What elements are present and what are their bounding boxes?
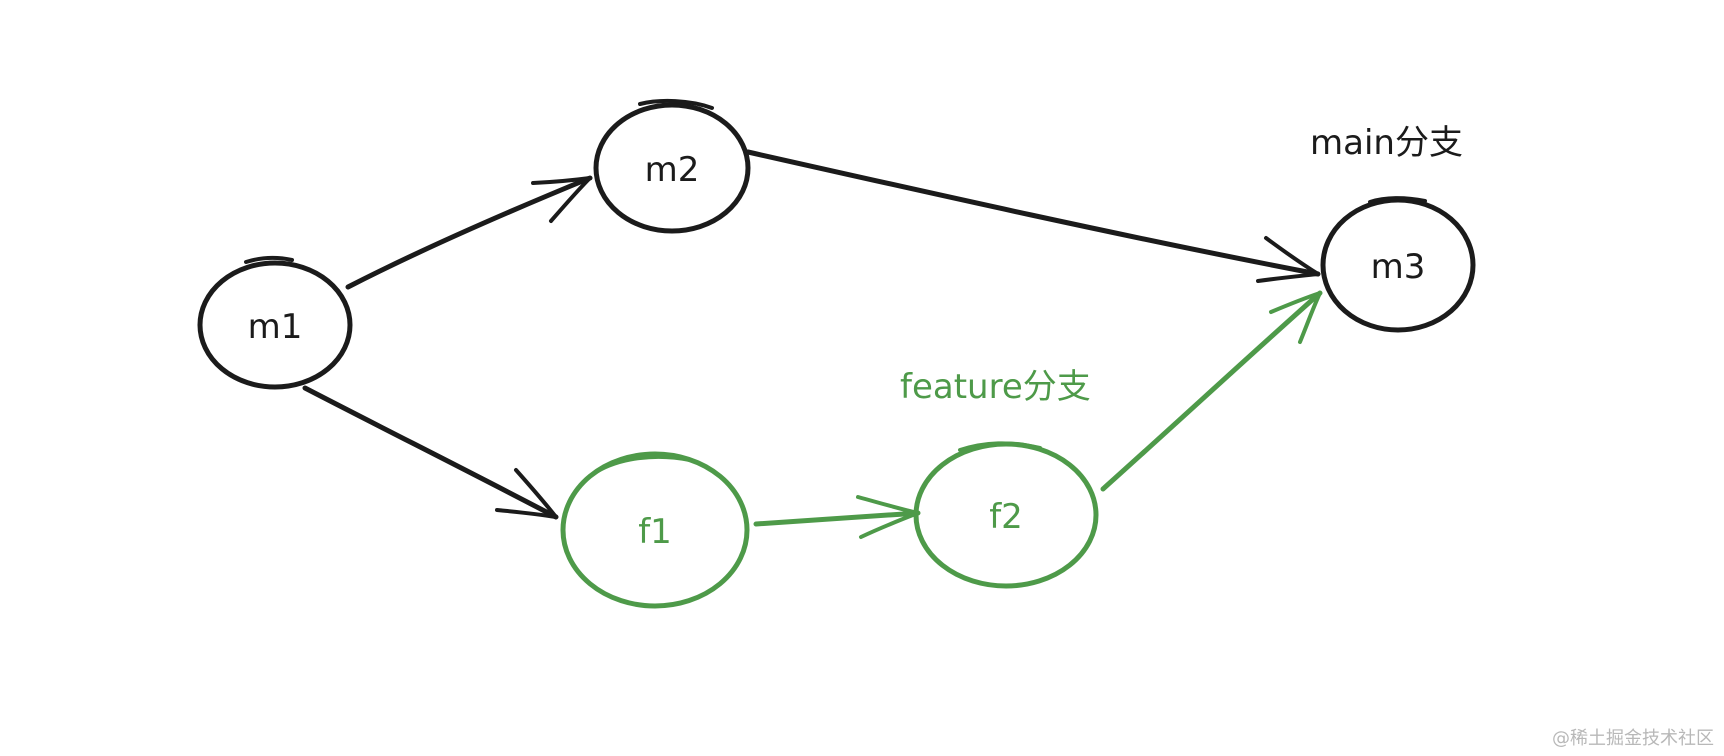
node-m3-label: m3 [1371,247,1426,287]
feature-branch-label: feature分支 [900,367,1091,407]
node-f1-label: f1 [638,512,672,552]
edge-m1-m2 [345,175,593,290]
edge-f1-f2 [753,495,921,539]
node-f2: f2 [913,441,1099,589]
node-m2: m2 [593,98,751,234]
node-m3: m3 [1320,196,1476,333]
edge-f2-m3 [1100,290,1323,492]
node-f1: f1 [560,451,750,609]
node-m2-label: m2 [645,150,700,190]
edge-m1-f1 [302,385,559,520]
edge-m2-m3 [745,149,1321,283]
node-m1-label: m1 [248,307,303,347]
node-f2-label: f2 [989,497,1023,537]
main-branch-label: main分支 [1310,123,1463,163]
node-m1: m1 [197,255,353,390]
watermark-text: @稀土掘金技术社区 [1552,728,1714,749]
